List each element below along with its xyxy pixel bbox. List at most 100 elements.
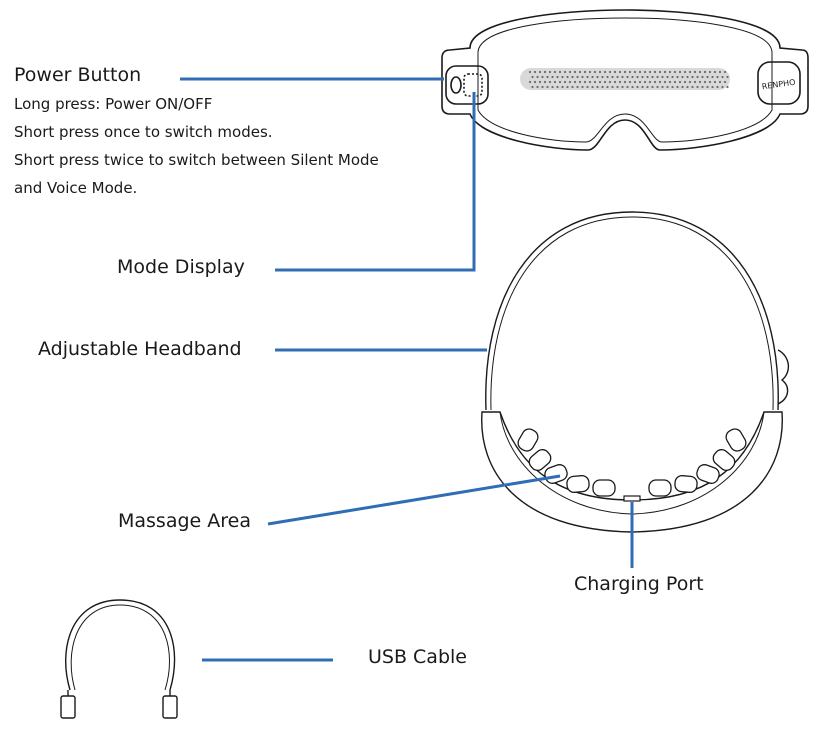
grille-dot bbox=[538, 70, 542, 74]
grille-dot bbox=[536, 75, 539, 79]
usb-cable-connector-left bbox=[60, 695, 76, 719]
power-button-icon bbox=[450, 76, 462, 94]
grille-dot bbox=[558, 80, 562, 84]
headband-label: Adjustable Headband bbox=[38, 338, 242, 360]
grille-dot bbox=[701, 85, 704, 89]
grille-dot bbox=[593, 80, 597, 84]
grille-dot bbox=[556, 85, 559, 89]
headband-loop bbox=[485, 211, 779, 411]
grille-dot bbox=[678, 80, 682, 84]
massage-node bbox=[544, 464, 568, 484]
power-button-desc-line-1: Long press: Power ON/OFF bbox=[14, 95, 213, 113]
headband-buckle[interactable] bbox=[777, 349, 789, 405]
grille-dot bbox=[556, 75, 559, 79]
grille-dot bbox=[676, 85, 679, 89]
massage-node bbox=[696, 464, 720, 484]
massage-node bbox=[528, 449, 552, 471]
grille-dot bbox=[603, 80, 607, 84]
massage-node bbox=[712, 449, 736, 471]
grille-dot bbox=[576, 85, 579, 89]
charging-port-label: Charging Port bbox=[574, 573, 704, 595]
grille-dot bbox=[661, 75, 664, 79]
grille-dot bbox=[668, 80, 672, 84]
grille-dot bbox=[566, 75, 569, 79]
grille-dot bbox=[693, 70, 697, 74]
grille-dot bbox=[703, 70, 707, 74]
grille-dot bbox=[658, 70, 662, 74]
grille-dot bbox=[533, 80, 537, 84]
grille-dot bbox=[528, 80, 532, 84]
grille-dot bbox=[711, 75, 714, 79]
grille-dot bbox=[561, 75, 564, 79]
grille-dot bbox=[568, 80, 572, 84]
grille-dot bbox=[628, 80, 632, 84]
grille-dot bbox=[623, 70, 627, 74]
usb-cable-connector-right bbox=[162, 695, 178, 719]
massage-area-label: Massage Area bbox=[118, 510, 251, 532]
massage-node bbox=[674, 475, 698, 493]
grille-dot bbox=[648, 80, 652, 84]
grille-dot bbox=[696, 85, 699, 89]
grille-dot bbox=[553, 80, 557, 84]
mask-back-view bbox=[481, 211, 789, 533]
grille-dot bbox=[633, 70, 637, 74]
grille-dot bbox=[716, 75, 719, 79]
grille-dot bbox=[698, 80, 702, 84]
grille-dot bbox=[581, 85, 584, 89]
grille-dot bbox=[563, 80, 567, 84]
grille-dot bbox=[538, 80, 542, 84]
grille-dot bbox=[568, 70, 572, 74]
grille-dot bbox=[683, 80, 687, 84]
grille-dot bbox=[616, 85, 619, 89]
grille-dot bbox=[581, 75, 584, 79]
power-button[interactable] bbox=[445, 65, 489, 105]
grille-dot bbox=[698, 70, 702, 74]
massage-node bbox=[517, 428, 539, 452]
grille-dot bbox=[586, 85, 589, 89]
grille-dot bbox=[618, 70, 622, 74]
grille-dot bbox=[598, 80, 602, 84]
speaker-grille-dots bbox=[528, 70, 729, 89]
mode-display-label: Mode Display bbox=[117, 256, 245, 278]
grille-dot bbox=[691, 75, 694, 79]
grille-dot bbox=[721, 85, 724, 89]
grille-dot bbox=[536, 85, 539, 89]
grille-dot bbox=[673, 80, 677, 84]
massage-area bbox=[517, 428, 747, 497]
grille-dot bbox=[611, 75, 614, 79]
grille-dot bbox=[688, 70, 692, 74]
grille-dot bbox=[626, 75, 629, 79]
grille-dot bbox=[528, 70, 532, 74]
grille-dot bbox=[713, 80, 717, 84]
brand-logo: RENPHO bbox=[761, 78, 796, 92]
grille-dot bbox=[583, 80, 587, 84]
grille-dot bbox=[578, 70, 582, 74]
grille-dot bbox=[673, 70, 677, 74]
grille-dot bbox=[723, 80, 727, 84]
grille-dot bbox=[601, 75, 604, 79]
usb-cable-coil-inner bbox=[70, 604, 170, 691]
grille-dot bbox=[646, 85, 649, 89]
grille-dot bbox=[621, 75, 624, 79]
grille-dot bbox=[543, 80, 547, 84]
grille-dot bbox=[711, 85, 714, 89]
grille-dot bbox=[713, 70, 717, 74]
power-button-desc-line-4: and Voice Mode. bbox=[14, 179, 138, 197]
grille-dot bbox=[726, 85, 729, 89]
grille-dot bbox=[636, 75, 639, 79]
grille-dot bbox=[676, 75, 679, 79]
grille-dot bbox=[646, 75, 649, 79]
grille-dot bbox=[666, 75, 669, 79]
grille-dot bbox=[631, 85, 634, 89]
grille-dot bbox=[608, 70, 612, 74]
grille-dot bbox=[718, 80, 722, 84]
grille-dot bbox=[591, 85, 594, 89]
grille-dot bbox=[663, 80, 667, 84]
grille-dot bbox=[598, 70, 602, 74]
usb-cable-label: USB Cable bbox=[368, 646, 467, 668]
grille-dot bbox=[663, 70, 667, 74]
grille-dot bbox=[643, 80, 647, 84]
power-button-desc-line-3: Short press twice to switch between Sile… bbox=[14, 151, 379, 169]
grille-dot bbox=[703, 80, 707, 84]
